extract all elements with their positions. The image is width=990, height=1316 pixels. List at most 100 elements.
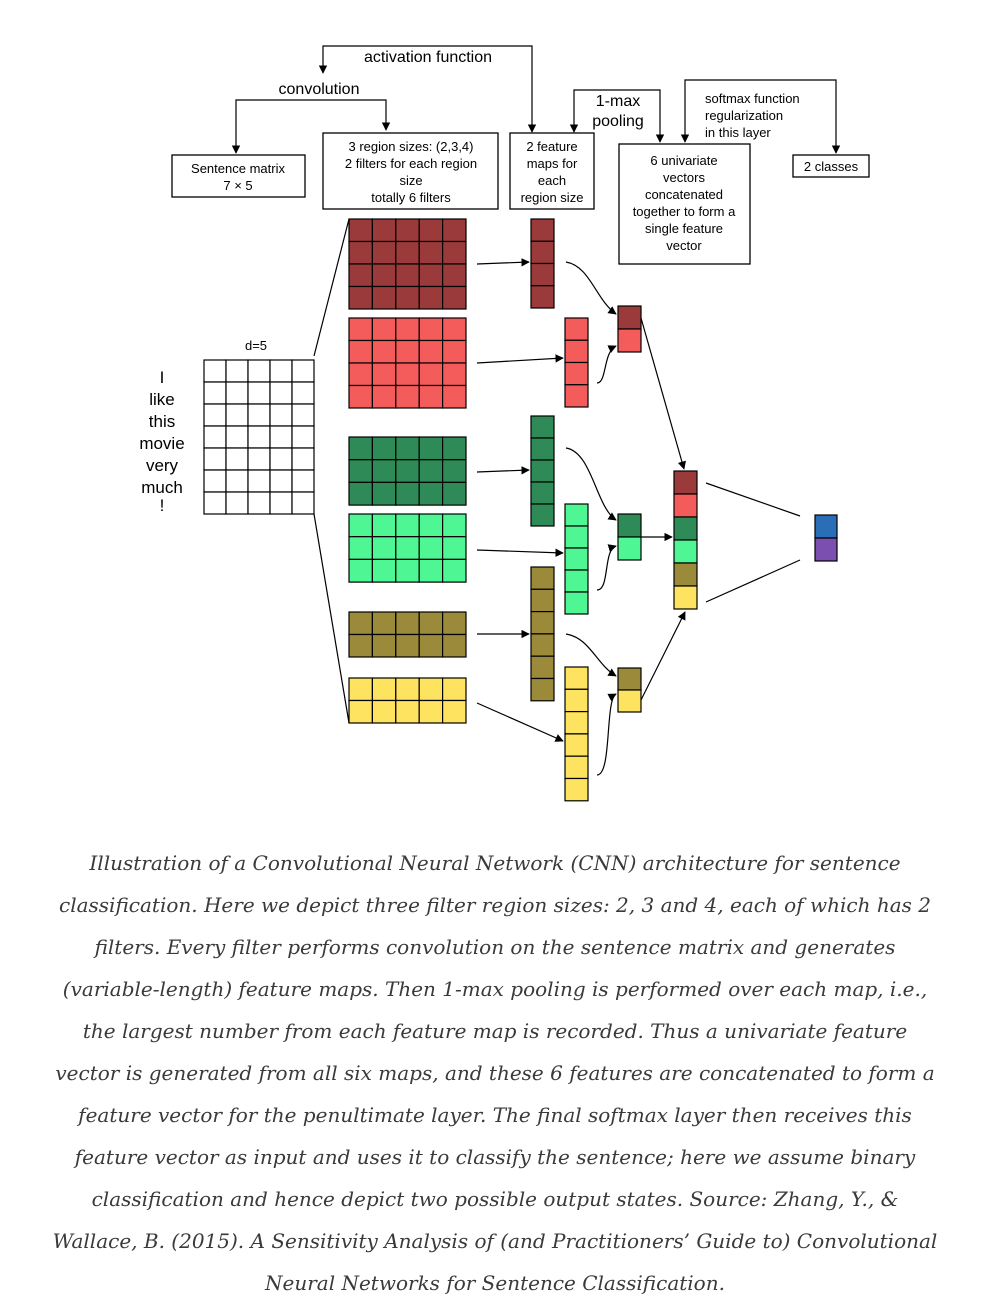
filter-region-3-b-cell: [395, 513, 420, 538]
filter-region-2-a-cell: [395, 633, 420, 658]
concatenated-feature-vector-cell: [673, 493, 698, 518]
filter-region-2-b-cell: [348, 677, 373, 702]
feature-maps-line3: each: [538, 173, 566, 188]
pooling-connector: [569, 89, 665, 143]
sentence-word-3: this: [149, 412, 175, 431]
feature-map-red-a: [530, 218, 555, 309]
sentence-word-7: !: [160, 496, 165, 515]
feature-map-green-b: [564, 503, 589, 615]
filter-region-2-b-cell: [395, 677, 420, 702]
sentence-word-6: much: [141, 478, 183, 497]
softmax-output: [814, 514, 838, 562]
filter-region-4-a-cell: [442, 263, 467, 288]
sentence-matrix-grid-cell: [269, 381, 293, 405]
feature-map-red-b-cell: [564, 339, 589, 364]
filter-region-4-a-cell: [348, 263, 373, 288]
filter-region-2-a-cell: [418, 611, 444, 636]
sentence-matrix-grid-cell: [225, 425, 249, 449]
pool-arrow-3: [565, 447, 617, 521]
filter-region-3-a-cell: [418, 481, 444, 506]
sentence-matrix-grid-cell: [203, 469, 227, 493]
pooled-green: [617, 513, 642, 561]
region-sizes-line4: totally 6 filters: [371, 190, 451, 205]
feature-map-yellow-a-cell: [530, 655, 555, 680]
filter-region-4-b-cell: [442, 362, 467, 387]
sentence-matrix-grid-cell: [203, 425, 227, 449]
feature-map-green-a-cell: [530, 503, 555, 527]
filter-region-3-b-cell: [395, 536, 420, 561]
conv-arrow-4: [476, 548, 564, 557]
filter-region-4-b-cell: [348, 317, 373, 342]
filter-region-2-a: [348, 611, 467, 658]
filter-region-3-a-cell: [395, 481, 420, 506]
feature-map-yellow-b-cell: [564, 688, 589, 713]
activation-function-label: activation function: [364, 49, 492, 66]
concat-arrow-yellow: [640, 611, 686, 701]
univariate-line5: single feature: [645, 221, 723, 236]
filter-region-4-a-cell: [395, 285, 420, 310]
sentence-matrix-grid-cell: [247, 469, 271, 493]
filter-region-3-b-cell: [442, 513, 467, 538]
region-sizes-line1: 3 region sizes: (2,3,4): [348, 139, 473, 154]
filter-region-3-b-cell: [442, 536, 467, 561]
softmax-output-cell: [814, 514, 838, 539]
sentence-matrix-grid-cell: [203, 447, 227, 471]
filter-region-4-a-cell: [442, 218, 467, 243]
filter-region-3-a-cell: [442, 459, 467, 484]
feature-map-yellow-a: [530, 566, 555, 702]
univariate-line6: vector: [666, 238, 702, 253]
sentence-matrix-grid-cell: [247, 381, 271, 405]
filter-region-4-b-cell: [395, 339, 420, 364]
filter-region-3-a-cell: [371, 481, 397, 506]
region-sizes-line3: size: [399, 173, 422, 188]
filter-region-4-b-cell: [395, 362, 420, 387]
sentence-matrix-grid-cell: [225, 381, 249, 405]
filter-region-2-b-cell: [442, 677, 467, 702]
feature-map-yellow-a-cell: [530, 588, 555, 613]
feature-maps-line1: 2 feature: [526, 139, 577, 154]
feature-map-green-b-cell: [564, 547, 589, 571]
feature-maps-line2: maps for: [527, 156, 578, 171]
filter-region-4-b-cell: [348, 384, 373, 409]
filter-region-4-b-cell: [418, 339, 444, 364]
concatenated-feature-vector-cell: [673, 585, 698, 610]
filter-region-4-a-cell: [442, 285, 467, 310]
sentence-matrix-box: [171, 154, 306, 198]
filter-region-4-a-cell: [418, 218, 444, 243]
filter-region-3-b-cell: [371, 536, 397, 561]
sentence-matrix-grid-cell: [247, 447, 271, 471]
filter-region-3-a-cell: [371, 436, 397, 461]
filter-region-4-b-cell: [442, 339, 467, 364]
filter-region-3-b-cell: [348, 558, 373, 583]
filter-region-4-a-cell: [348, 285, 373, 310]
sentence-matrix-grid-cell: [269, 403, 293, 427]
classes-box: [792, 154, 870, 178]
one-max-pooling-label-line1: 1-max: [596, 93, 640, 110]
sentence-matrix-grid-cell: [247, 359, 271, 383]
feature-map-yellow-b-cell: [564, 666, 589, 690]
sentence-matrix-label-line1: Sentence matrix: [191, 161, 285, 176]
pooled-red-cell: [617, 328, 642, 353]
sentence-matrix-grid-cell: [225, 359, 249, 383]
filter-region-4-b-cell: [442, 317, 467, 342]
filter-region-2-b-cell: [418, 699, 444, 724]
filter-region-3-b-cell: [418, 558, 444, 583]
sentence-matrix-grid-cell: [203, 359, 227, 383]
sentence-matrix-grid-cell: [269, 491, 293, 515]
filter-region-2-a-cell: [371, 611, 397, 636]
feature-map-green-b-cell: [564, 503, 589, 527]
feature-map-green-b-cell: [564, 569, 589, 593]
filter-region-4-b-cell: [418, 362, 444, 387]
output-line-top: [705, 482, 801, 517]
sentence-matrix-grid-cell: [225, 469, 249, 493]
sentence-matrix-grid-cell: [203, 491, 227, 515]
feature-map-red-a-cell: [530, 240, 555, 265]
filter-region-2-a-cell: [418, 633, 444, 658]
filter-region-4-a-cell: [348, 240, 373, 265]
region-sizes-box: [322, 132, 499, 210]
feature-map-green-a-cell: [530, 415, 555, 439]
filter-region-3-b-cell: [418, 513, 444, 538]
filter-region-2-a-cell: [348, 633, 373, 658]
region-sizes-line2: 2 filters for each region: [345, 156, 477, 171]
sentence-matrix-grid-cell: [291, 359, 315, 383]
